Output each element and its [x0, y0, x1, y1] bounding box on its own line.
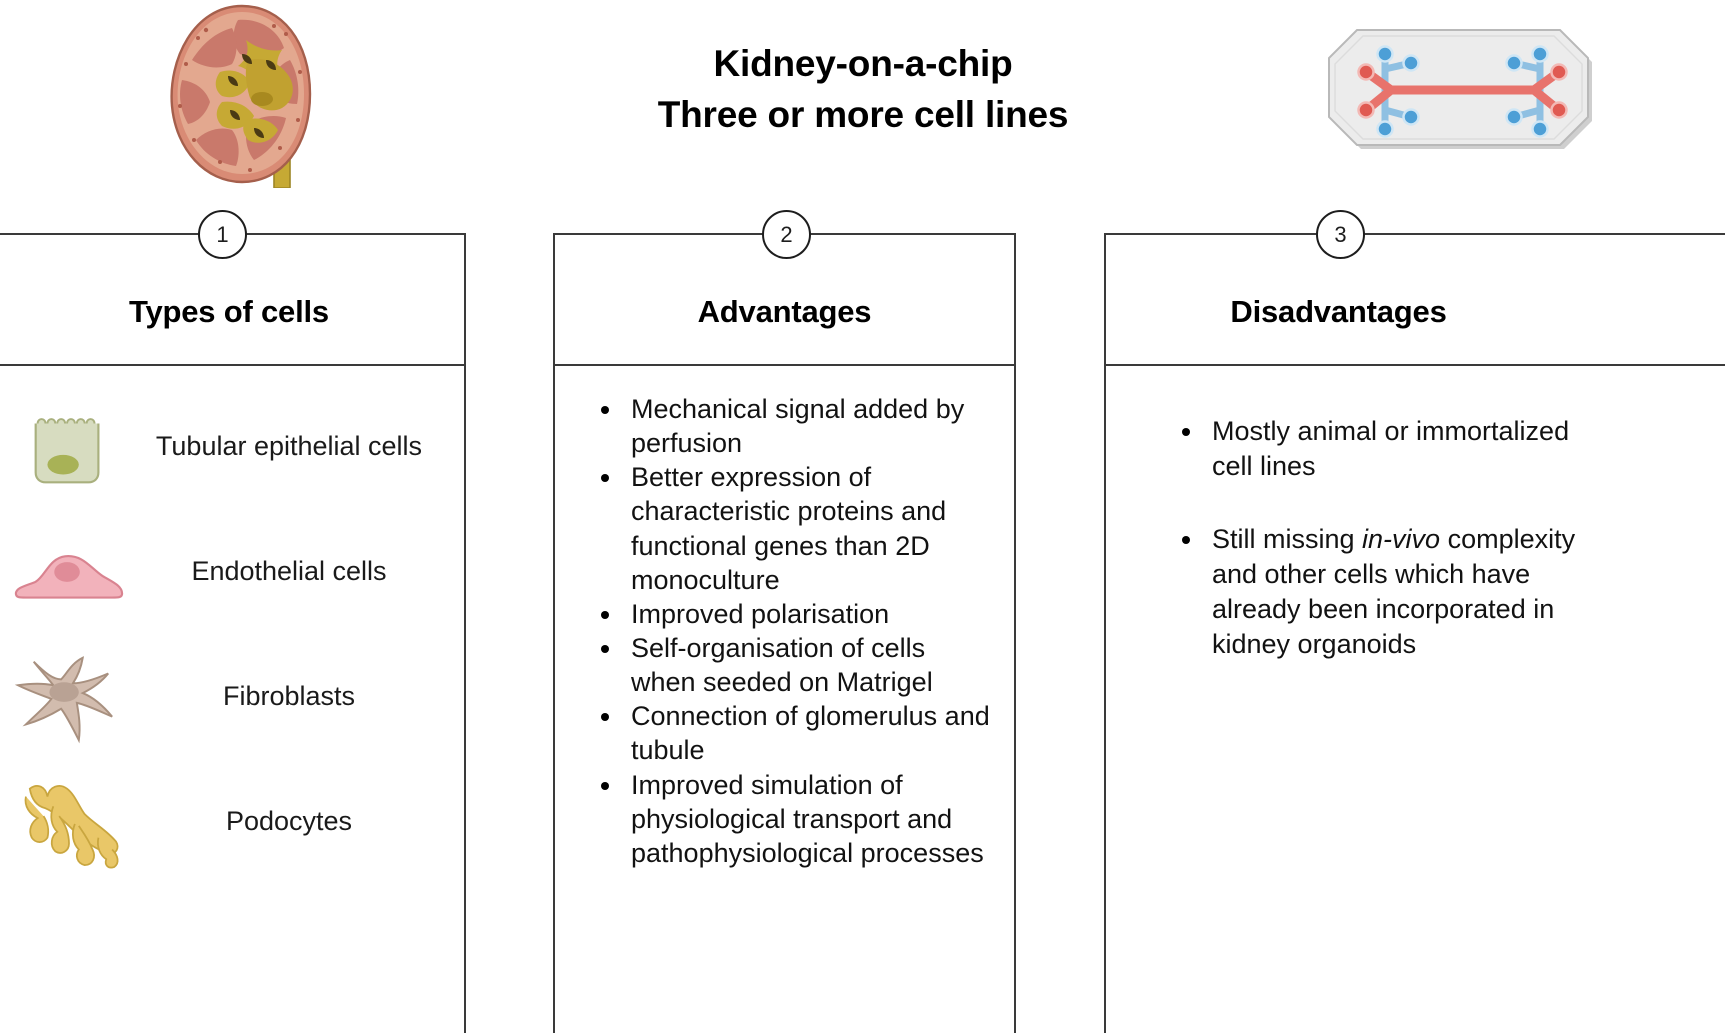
list-item: Mostly animal or immortalized cell lines — [1178, 414, 1581, 484]
header: Kidney-on-a-chip Three or more cell line… — [0, 0, 1725, 205]
cell-type-label: Podocytes — [225, 806, 353, 837]
panel-header-1: Types of cells — [0, 235, 464, 366]
title-line-2: Three or more cell lines — [657, 94, 1069, 136]
list-item: Podocytes — [0, 759, 464, 884]
bullet-text-post: complexity and other cells which have al… — [1212, 524, 1576, 660]
list-item: Still missing in-vivo complexity and oth… — [1178, 522, 1581, 662]
cell-type-list: Tubular epithelial cells Endothelial cel… — [0, 366, 464, 884]
bullet-text-pre: Mostly animal or immortalized cell lines — [1212, 416, 1570, 482]
list-item: Tubular epithelial cells — [0, 384, 464, 509]
page-title: Kidney-on-a-chip Three or more cell line… — [563, 38, 1163, 140]
cell-type-label: Endothelial cells — [191, 556, 387, 587]
list-item: Improved simulation of physiological tra… — [597, 768, 996, 870]
endothelial-cell-icon — [0, 542, 144, 602]
panel-header-3: Disadvantages — [1106, 235, 1725, 366]
panel-title-disadvantages: Disadvantages — [1230, 293, 1447, 329]
bullet-text-pre: Still missing — [1212, 524, 1363, 555]
microfluidic-chip-illustration — [1325, 22, 1600, 157]
disadvantages-list: Mostly animal or immortalized cell lines… — [1106, 366, 1725, 663]
panel-badge-3: 3 — [1316, 210, 1365, 259]
panel-badge-1: 1 — [198, 210, 247, 259]
kidney-cross-section-illustration — [150, 2, 325, 189]
list-item: Endothelial cells — [0, 509, 464, 634]
list-item: Better expression of characteristic prot… — [597, 460, 996, 597]
title-line-1: Kidney-on-a-chip — [713, 43, 1013, 84]
advantages-list: Mechanical signal added by perfusion Bet… — [555, 366, 1014, 870]
panel-badge-2: 2 — [762, 210, 811, 259]
list-item: Self-organisation of cells when seeded o… — [597, 631, 996, 699]
list-item: Connection of glomerulus and tubule — [597, 699, 996, 767]
podocyte-cell-icon — [0, 773, 144, 871]
cell-type-label: Fibroblasts — [222, 681, 356, 712]
panel-types-of-cells: 1 Types of cells — [0, 210, 466, 1033]
bullet-text-italic: in-vivo — [1362, 524, 1441, 555]
panel-header-2: Advantages — [555, 235, 1014, 366]
list-item: Mechanical signal added by perfusion — [597, 392, 996, 460]
list-item: Improved polarisation — [597, 597, 996, 631]
list-item: Fibroblasts — [0, 634, 464, 759]
cell-type-label: Tubular epithelial cells — [155, 431, 423, 462]
panel-advantages: 2 Advantages Mechanical signal added by … — [553, 210, 1016, 1033]
fibroblast-cell-icon — [0, 648, 144, 746]
panel-title-advantages: Advantages — [697, 293, 872, 329]
panels-container: 1 Types of cells — [0, 210, 1725, 1033]
tubular-epithelial-cell-icon — [0, 398, 144, 496]
panel-title-types-of-cells: Types of cells — [129, 293, 329, 329]
panel-disadvantages: 3 Disadvantages Mostly animal or immorta… — [1104, 210, 1725, 1033]
